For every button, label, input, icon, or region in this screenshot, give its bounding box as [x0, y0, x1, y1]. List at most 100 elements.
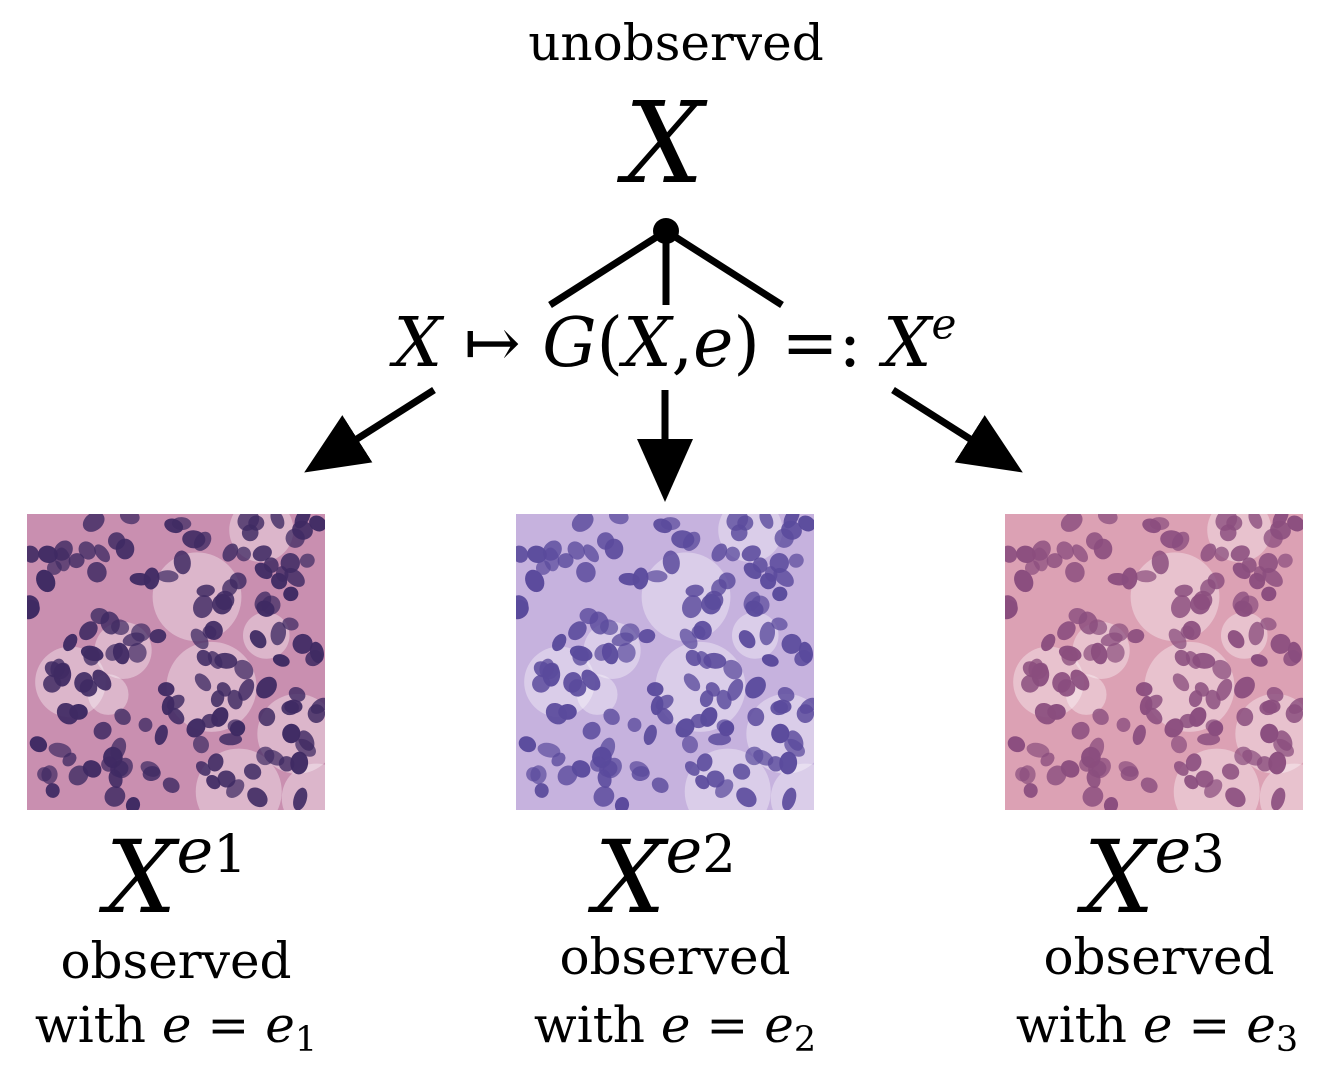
patch-nucleus — [207, 753, 224, 772]
patch-nucleus — [1248, 621, 1265, 646]
patch-nucleus — [182, 530, 206, 549]
patch-nucleus — [46, 560, 62, 575]
patch-nucleus — [1068, 608, 1088, 625]
patch-nucleus — [1236, 707, 1254, 727]
patch-nucleus — [764, 566, 778, 582]
patch-nucleus — [530, 765, 547, 785]
patch-nucleus — [700, 707, 718, 727]
env2-cond-var: e — [660, 996, 691, 1054]
patch-nucleus — [1197, 733, 1221, 746]
patch-nucleus — [516, 595, 529, 616]
patch-nucleus — [1241, 557, 1257, 573]
patch-nucleus — [282, 617, 299, 631]
patch-nucleus — [631, 766, 650, 782]
patch-nucleus — [1212, 659, 1232, 680]
env1-with: with — [34, 996, 146, 1054]
patch-nucleus — [527, 545, 547, 563]
patch-nucleus — [604, 538, 624, 560]
patch-nucleus — [599, 737, 616, 761]
patch-nucleus — [759, 621, 776, 646]
patch-nucleus — [691, 625, 706, 639]
patch-nucleus — [777, 686, 795, 702]
patch-nucleus — [1088, 737, 1105, 761]
patch-nucleus — [78, 541, 96, 560]
env3-label-condition: with e = e3 — [998, 1000, 1316, 1058]
patch-nucleus — [1151, 550, 1169, 575]
patch-nucleus — [600, 619, 619, 635]
patch-nucleus — [646, 682, 664, 697]
patch-nucleus — [56, 702, 79, 725]
env3-sup-index: 3 — [1191, 823, 1225, 885]
env2-sup-e: e — [665, 813, 703, 887]
patch-nucleus — [1103, 797, 1119, 810]
top-x-symbol: X — [624, 79, 704, 209]
patch-nucleus — [1160, 530, 1184, 549]
patch-nucleus — [129, 572, 151, 586]
patch-nucleus — [292, 633, 313, 654]
patch-nucleus — [1083, 643, 1101, 661]
patch-nucleus — [1079, 756, 1096, 772]
patch-nucleus — [571, 514, 594, 532]
env2-label-observed: observed — [559, 928, 791, 986]
patch-nucleus — [1185, 753, 1202, 772]
patch-nucleus — [773, 699, 792, 714]
patch-nucleus — [660, 517, 681, 531]
patch-nucleus — [1086, 769, 1101, 789]
patch-nucleus — [1227, 630, 1245, 649]
patch-nucleus — [1023, 783, 1038, 798]
patch-nucleus — [256, 676, 277, 699]
patch-nucleus — [581, 669, 601, 691]
patch-nucleus — [545, 702, 568, 725]
mapping-formula: X ↦ G(X,e) =: Xe — [0, 303, 1328, 378]
env1-label-observed: observed — [60, 932, 292, 990]
patch-nucleus — [63, 633, 78, 652]
patch-nucleus — [1277, 553, 1293, 568]
env3-sup-e: e — [1154, 813, 1192, 887]
patch-nucleus — [695, 774, 710, 790]
patch-nucleus — [27, 545, 40, 563]
patch-nucleus — [683, 673, 701, 692]
env1-symbol: Xe1 — [27, 819, 325, 928]
patch-nucleus — [1061, 647, 1078, 666]
patch-nucleus — [167, 707, 185, 725]
patch-nucleus — [186, 718, 206, 738]
patch-nucleus — [310, 697, 325, 714]
env2-cond-val: e — [764, 996, 794, 1054]
formula-open-paren: ( — [596, 304, 624, 383]
branch-line-left — [548, 228, 668, 308]
patch-nucleus — [781, 633, 802, 654]
patch-nucleus — [219, 733, 243, 746]
env2-cond-eq: = — [706, 996, 749, 1054]
patch-nucleus — [1056, 541, 1074, 560]
patch-nucleus — [87, 561, 107, 583]
patch-nucleus — [1189, 707, 1207, 727]
patch-nucleus — [535, 560, 551, 575]
patch-nucleus — [173, 550, 191, 575]
patch-nucleus — [122, 632, 145, 647]
env3-x: X — [1083, 819, 1155, 936]
patch-nucleus — [254, 591, 272, 612]
patch-nucleus — [288, 686, 306, 702]
patch-nucleus — [1221, 763, 1240, 780]
patch-nucleus — [1200, 543, 1217, 562]
patch-nucleus — [1057, 679, 1076, 697]
patch-nucleus — [1185, 651, 1201, 669]
patch-nucleus — [618, 572, 640, 586]
patch-nucleus — [1174, 584, 1193, 597]
patch-nucleus — [732, 763, 751, 780]
patch-nucleus — [196, 584, 215, 597]
patch-nucleus — [93, 721, 112, 740]
patch-nucleus — [283, 586, 299, 602]
patch-nucleus — [275, 566, 289, 582]
patch-nucleus — [723, 659, 743, 680]
patch-nucleus — [256, 746, 275, 766]
patch-nucleus — [1234, 676, 1255, 699]
patch-nucleus — [708, 733, 732, 746]
patch-nucleus — [234, 659, 254, 680]
patch-nucleus — [745, 746, 764, 766]
formula-e-superscript: e — [931, 299, 957, 349]
patch-nucleus — [1171, 595, 1191, 619]
patch-nucleus — [788, 553, 804, 568]
patch-nucleus — [576, 561, 596, 583]
patch-nucleus — [782, 787, 797, 810]
